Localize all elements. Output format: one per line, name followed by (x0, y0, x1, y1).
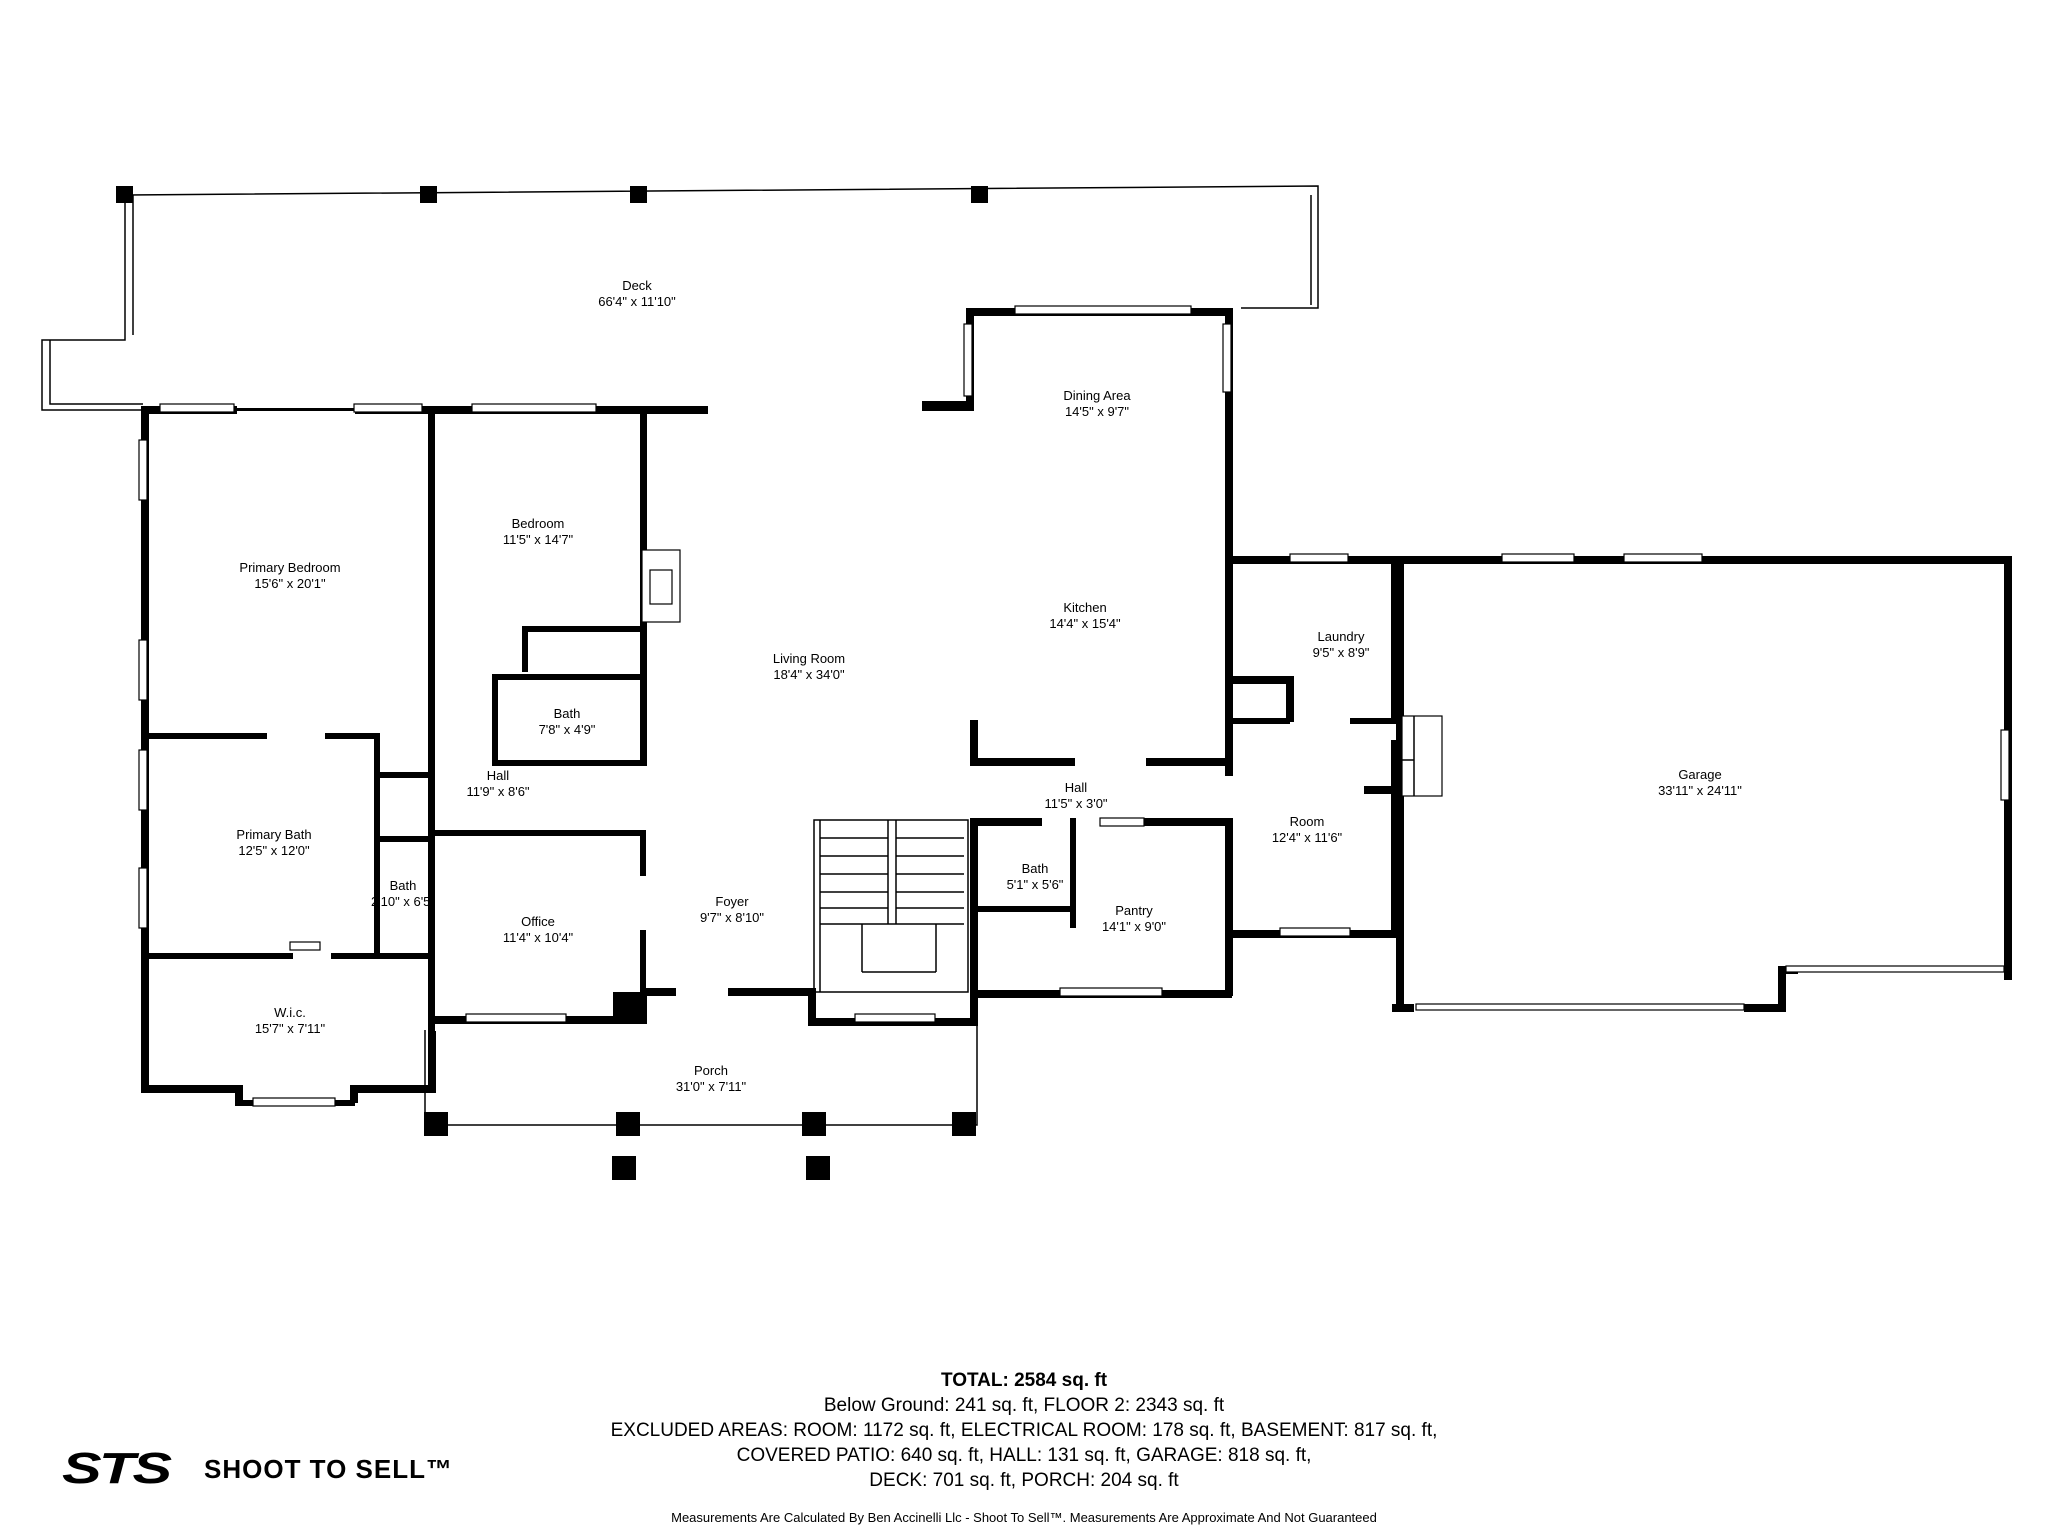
stairs (813, 819, 969, 993)
room-name: Porch (694, 1063, 728, 1078)
room-dims: 14'5" x 9'7" (1065, 404, 1129, 419)
room-dims: 15'6" x 20'1" (254, 576, 326, 591)
summary-line: DECK: 701 sq. ft, PORCH: 204 sq. ft (869, 1470, 1179, 1491)
room-name: Primary Bedroom (239, 560, 340, 575)
room-name: Foyer (715, 894, 749, 909)
room-dims: 11'9" x 8'6" (466, 784, 529, 799)
room-dims: 31'0" x 7'11" (676, 1079, 747, 1094)
logo-wordmark: SHOOT TO SELL™ (204, 1453, 453, 1484)
room-dims: 12'4" x 11'6" (1272, 830, 1343, 845)
room-dims: 12'5" x 12'0" (238, 843, 310, 858)
brand-logo: STS SHOOT TO SELL™ (62, 1444, 453, 1493)
room-dims: 9'7" x 8'10" (700, 910, 764, 925)
total-area: TOTAL: 2584 sq. ft (940, 1370, 1108, 1391)
logo-mark: STS (62, 1444, 172, 1493)
room-dims: 5'1" x 5'6" (1007, 877, 1064, 892)
summary-line: COVERED PATIO: 640 sq. ft, HALL: 131 sq.… (736, 1445, 1312, 1466)
windows (138, 305, 2010, 1107)
east-wing-walls (1228, 556, 2012, 1012)
summary-line: EXCLUDED AREAS: ROOM: 1172 sq. ft, ELECT… (610, 1420, 1438, 1441)
room-name: Room (1290, 814, 1325, 829)
room-name: Laundry (1318, 629, 1365, 644)
room-dims: 7'8" x 4'9" (539, 722, 596, 737)
room-name: Bath (554, 706, 581, 721)
room-name: Kitchen (1063, 600, 1106, 615)
room-name: Primary Bath (236, 827, 311, 842)
summary-line: Below Ground: 241 sq. ft, FLOOR 2: 2343 … (823, 1395, 1225, 1416)
room-name: Pantry (1115, 903, 1153, 918)
room-dims: 18'4" x 34'0" (773, 667, 845, 682)
room-dims: 11'4" x 10'4" (503, 930, 574, 945)
room-dims: 9'5" x 8'9" (1313, 645, 1370, 660)
disclaimer: Measurements Are Calculated By Ben Accin… (671, 1510, 1377, 1525)
room-dims: 15'7" x 7'11" (255, 1021, 326, 1036)
deck-outline (41, 185, 1319, 411)
room-name: Hall (1065, 780, 1088, 795)
porch-outline (424, 1026, 978, 1180)
room-name: Dining Area (1063, 388, 1131, 403)
room-dims: 2'10" x 6'5" (371, 894, 435, 909)
room-name: Bath (1022, 861, 1049, 876)
room-labels: Deck 66'4" x 11'10" Dining Area 14'5" x … (236, 278, 1742, 1094)
room-name: Hall (487, 768, 510, 783)
room-name: Office (521, 914, 555, 929)
room-name: Living Room (773, 651, 845, 666)
room-dims: 11'5" x 14'7" (503, 532, 574, 547)
room-dims: 66'4" x 11'10" (598, 294, 676, 309)
area-summary: TOTAL: 2584 sq. ft Below Ground: 241 sq.… (0, 1368, 2048, 1493)
room-name: Garage (1678, 767, 1721, 782)
room-name: Deck (622, 278, 652, 293)
room-name: Bedroom (512, 516, 565, 531)
room-name: W.i.c. (274, 1005, 306, 1020)
room-dims: 14'4" x 15'4" (1049, 616, 1121, 631)
room-dims: 11'5" x 3'0" (1044, 796, 1107, 811)
room-name: Bath (390, 878, 417, 893)
room-dims: 14'1" x 9'0" (1102, 919, 1166, 934)
room-dims: 33'11" x 24'11" (1658, 783, 1742, 798)
